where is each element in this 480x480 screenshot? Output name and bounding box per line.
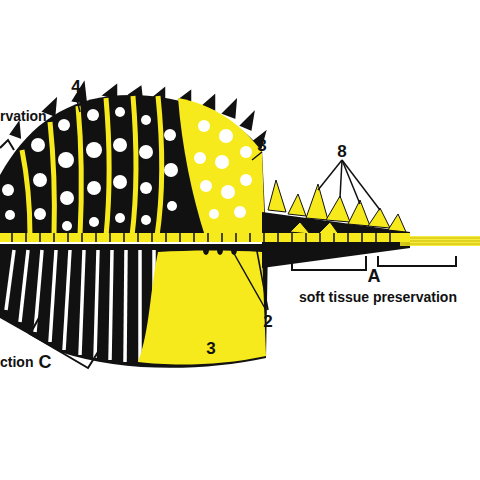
annotation-text: rvation <box>0 109 47 123</box>
callout-number: 8 <box>337 143 346 160</box>
callout-number: 2 <box>263 313 272 330</box>
vertebral-column <box>0 233 410 242</box>
annotation-text: soft tissue preservation <box>299 290 457 304</box>
callout-letter: C <box>39 353 52 371</box>
tail-spikes <box>268 180 406 236</box>
callout-number: 3 <box>257 137 266 154</box>
annotation-text: ction <box>0 355 33 369</box>
callout-number: 3 <box>206 340 215 357</box>
shield-holes <box>2 107 252 231</box>
vertebrae-joints <box>12 233 390 242</box>
shield-yellow-plate <box>178 98 265 236</box>
ventral-yellow-plate <box>138 251 266 365</box>
tail-rod <box>400 236 480 246</box>
callout-number: 4 <box>71 78 80 95</box>
brackets <box>0 140 456 368</box>
leader-lines <box>76 96 380 310</box>
chevrons <box>203 245 237 255</box>
tail-rod-stripes <box>405 238 480 244</box>
ventral-body <box>0 244 268 368</box>
dorsal-shield <box>0 95 266 236</box>
callout-letter: A <box>368 267 381 285</box>
ribs <box>6 250 154 362</box>
